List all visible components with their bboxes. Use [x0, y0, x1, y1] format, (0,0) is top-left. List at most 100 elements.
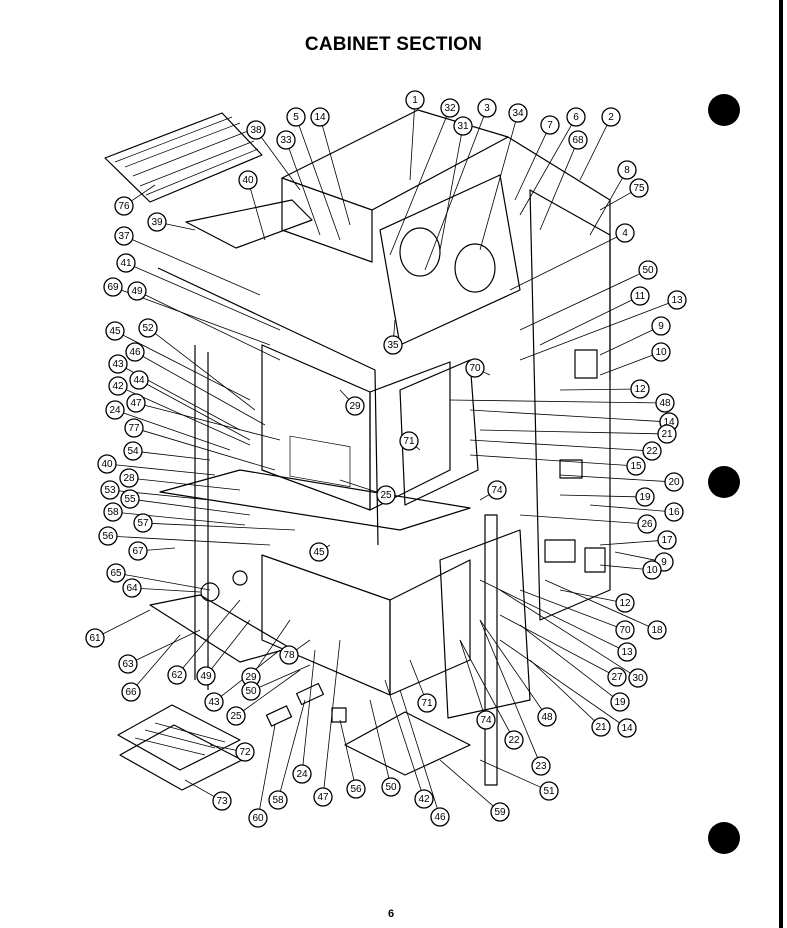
part-callout-3: 3	[477, 98, 497, 118]
callout-number: 14	[663, 417, 675, 428]
callout-bubble	[105, 400, 125, 420]
lower-right-frame	[439, 529, 531, 719]
part-callout-63: 63	[118, 654, 138, 674]
part-callout-49: 49	[196, 666, 216, 686]
callout-number: 12	[619, 598, 631, 609]
callout-bubble	[106, 563, 126, 583]
callout-bubble	[617, 642, 637, 662]
callout-leader-line	[415, 446, 421, 451]
part-callout-50: 50	[241, 681, 261, 701]
callout-leader-line	[126, 389, 251, 446]
callout-bubble	[241, 681, 261, 701]
upper-oven-cavity	[261, 344, 451, 511]
callout-number: 77	[128, 423, 140, 434]
lamp-bulb-part	[232, 570, 248, 586]
callout-leader-line	[154, 333, 256, 411]
callout-number: 55	[124, 494, 136, 505]
callout-leader-line	[614, 551, 656, 561]
callout-leader-line	[250, 188, 266, 241]
callout-bubble	[105, 321, 125, 341]
callout-bubble	[123, 441, 143, 461]
callout-leader-line	[509, 236, 618, 291]
callout-number: 3	[484, 103, 490, 114]
part-callout-46: 46	[125, 342, 145, 362]
callout-bubble	[345, 396, 365, 416]
callout-leader-line	[479, 579, 620, 649]
part-callout-54: 54	[123, 441, 143, 461]
callout-bubble	[440, 98, 460, 118]
part-callout-62: 62	[167, 665, 187, 685]
part-callout-43: 43	[204, 692, 224, 712]
part-callout-50: 50	[381, 777, 401, 797]
callout-leader-line	[142, 430, 276, 471]
callout-leader-line	[302, 649, 316, 766]
callout-number: 72	[239, 747, 251, 758]
part-callout-64: 64	[122, 578, 142, 598]
callout-leader-line	[146, 383, 251, 441]
callout-bubble	[85, 628, 105, 648]
callout-number: 24	[296, 769, 308, 780]
callout-bubble	[100, 480, 120, 500]
callout-number: 39	[151, 217, 163, 228]
part-callout-16: 16	[664, 502, 684, 522]
callout-number: 45	[313, 547, 325, 558]
callout-leader-line	[424, 116, 485, 271]
callout-leader-line	[116, 536, 271, 546]
callout-number: 52	[142, 323, 154, 334]
callout-bubble	[539, 781, 559, 801]
callout-leader-line	[136, 634, 181, 686]
callout-number: 43	[208, 697, 220, 708]
part-callout-48: 48	[537, 707, 557, 727]
callout-number: 38	[250, 125, 262, 136]
callout-number: 62	[171, 670, 183, 681]
callout-number: 40	[242, 175, 254, 186]
callout-number: 34	[512, 108, 524, 119]
callout-bubble	[615, 593, 635, 613]
callout-leader-line	[323, 639, 341, 789]
callout-leader-line	[409, 659, 425, 695]
callout-bubble	[103, 502, 123, 522]
part-callout-42: 42	[414, 789, 434, 809]
callout-bubble	[119, 468, 139, 488]
callout-bubble	[381, 777, 401, 797]
callout-leader-line	[326, 544, 331, 548]
part-callout-30: 30	[628, 668, 648, 688]
callout-number: 19	[639, 492, 651, 503]
callout-leader-line	[137, 478, 241, 491]
callout-leader-line	[135, 629, 201, 661]
callout-bubble	[196, 666, 216, 686]
callout-number: 25	[230, 711, 242, 722]
callout-leader-lines	[102, 108, 669, 810]
part-callout-26: 26	[637, 514, 657, 534]
callout-number: 46	[434, 812, 446, 823]
callout-number: 14	[314, 112, 326, 123]
callout-bubble	[635, 487, 655, 507]
callout-number: 57	[137, 518, 149, 529]
callout-leader-line	[296, 639, 311, 651]
callout-number: 26	[641, 519, 653, 530]
part-callout-42: 42	[108, 376, 128, 396]
callout-leader-line	[298, 125, 341, 241]
part-callout-73: 73	[212, 791, 232, 811]
callout-number: 14	[621, 723, 633, 734]
callout-number: 46	[129, 347, 141, 358]
part-callout-23: 23	[531, 756, 551, 776]
part-callout-22: 22	[642, 441, 662, 461]
callout-leader-line	[469, 439, 644, 451]
callout-bubble	[399, 431, 419, 451]
part-callout-22: 22	[504, 730, 524, 750]
part-callout-70: 70	[615, 620, 635, 640]
part-callout-47: 47	[313, 787, 333, 807]
part-callout-19: 19	[635, 487, 655, 507]
callout-number: 61	[89, 633, 101, 644]
left-frame	[157, 267, 379, 690]
callout-leader-line	[459, 639, 484, 712]
callout-bubble	[114, 196, 134, 216]
callout-leader-line	[579, 124, 608, 181]
callout-bubble	[651, 342, 671, 362]
part-callout-72: 72	[235, 742, 255, 762]
callout-leader-line	[259, 724, 276, 810]
part-callout-1: 1	[405, 90, 425, 110]
callout-leader-line	[182, 599, 241, 669]
